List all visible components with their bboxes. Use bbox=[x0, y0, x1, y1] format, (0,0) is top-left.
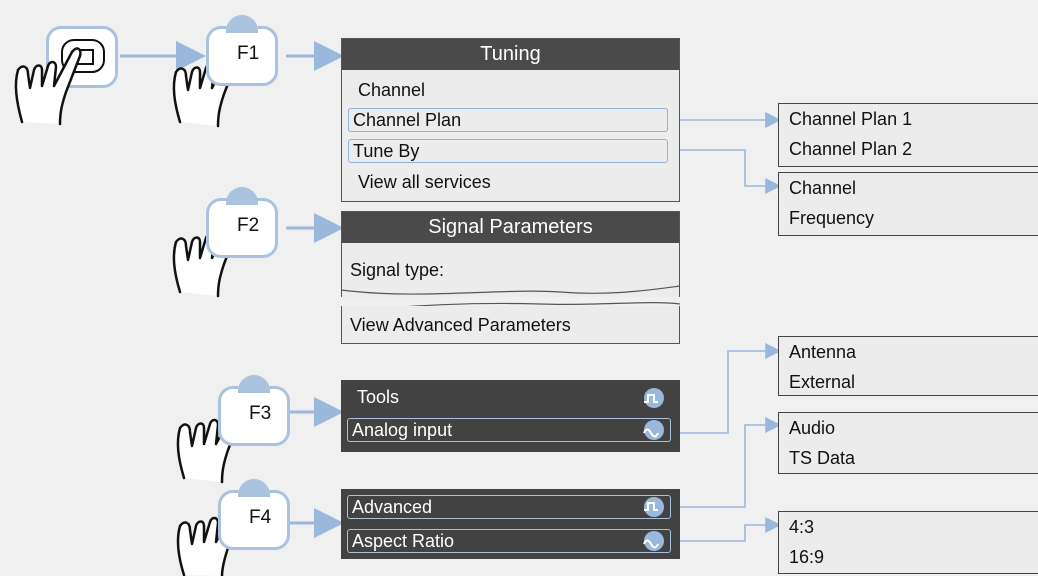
option-ts-data[interactable]: TS Data bbox=[789, 448, 856, 468]
advanced-menu: Advanced Aspect Ratio bbox=[341, 489, 680, 559]
signal-parameters-menu: Signal Parameters Signal type: bbox=[341, 211, 680, 297]
tuning-menu: Tuning Channel Channel Plan Tune By View… bbox=[341, 38, 680, 202]
f1-label: F1 bbox=[237, 43, 260, 64]
arrow-tuneby bbox=[668, 149, 782, 194]
arrow-adv bbox=[668, 417, 782, 508]
power-button-icon bbox=[61, 39, 105, 73]
signal-advanced-section: View Advanced Parameters bbox=[341, 306, 680, 344]
option-channel[interactable]: Channel bbox=[789, 178, 857, 198]
sine-wave-icon bbox=[644, 531, 664, 551]
f3-label: F3 bbox=[249, 403, 272, 424]
menu-item-aspect-ratio[interactable]: Aspect Ratio bbox=[347, 529, 671, 553]
f4-label: F4 bbox=[249, 507, 272, 528]
f2-label: F2 bbox=[237, 215, 260, 236]
signal-title: Signal Parameters bbox=[342, 212, 679, 243]
option-4-3[interactable]: 4:3 bbox=[789, 517, 815, 537]
menu-item-tune-by[interactable]: Tune By bbox=[348, 139, 668, 163]
signal-type-label: Signal type: bbox=[350, 260, 445, 280]
option-16-9[interactable]: 16:9 bbox=[789, 547, 825, 567]
power-key[interactable] bbox=[46, 26, 118, 88]
option-channel-plan-2[interactable]: Channel Plan 2 bbox=[789, 139, 913, 159]
advanced-options: Audio TS Data bbox=[778, 412, 1038, 474]
analog-input-options: Antenna External bbox=[778, 336, 1038, 396]
menu-item-analog-input[interactable]: Analog input bbox=[347, 418, 671, 442]
hand-icon bbox=[14, 47, 82, 126]
menu-item-view-advanced-parameters[interactable]: View Advanced Parameters bbox=[350, 315, 571, 335]
pulse-glyph bbox=[644, 502, 658, 511]
f3-key[interactable]: F3 bbox=[218, 375, 290, 446]
tune-by-options: Channel Frequency bbox=[778, 172, 1038, 236]
arrow-aspect bbox=[668, 517, 782, 542]
menu-item-tools[interactable]: Tools bbox=[357, 387, 400, 407]
menu-item-view-all-services[interactable]: View all services bbox=[358, 172, 491, 192]
aspect-ratio-options: 4:3 16:9 bbox=[778, 511, 1038, 574]
arrow-analog bbox=[668, 343, 782, 434]
channel-plan-options: Channel Plan 1 Channel Plan 2 bbox=[778, 103, 1038, 167]
menu-item-advanced[interactable]: Advanced bbox=[347, 495, 671, 519]
option-antenna[interactable]: Antenna bbox=[789, 342, 857, 362]
tools-menu: Tools Analog input bbox=[341, 380, 680, 452]
option-audio[interactable]: Audio bbox=[789, 418, 836, 438]
f1-key[interactable]: F1 bbox=[206, 15, 278, 86]
option-external[interactable]: External bbox=[789, 372, 856, 392]
tuning-title: Tuning bbox=[342, 39, 679, 70]
f4-key[interactable]: F4 bbox=[218, 479, 290, 550]
sine-glyph bbox=[643, 428, 659, 438]
sine-glyph bbox=[643, 539, 659, 549]
option-frequency[interactable]: Frequency bbox=[789, 208, 875, 228]
menu-item-channel-plan[interactable]: Channel Plan bbox=[348, 108, 668, 132]
option-channel-plan-1[interactable]: Channel Plan 1 bbox=[789, 109, 913, 129]
pulse-glyph bbox=[644, 394, 658, 403]
f2-key[interactable]: F2 bbox=[206, 187, 278, 258]
sine-wave-icon bbox=[644, 420, 664, 440]
menu-item-channel[interactable]: Channel bbox=[358, 80, 426, 100]
